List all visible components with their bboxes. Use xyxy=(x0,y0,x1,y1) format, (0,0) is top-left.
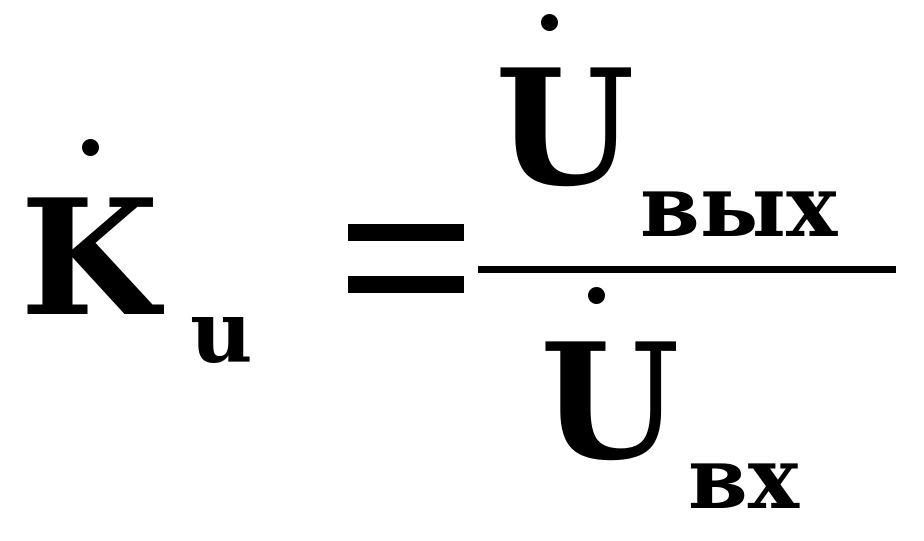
lhs-dot-accent xyxy=(82,139,99,156)
denominator-subscript: вх xyxy=(688,428,800,529)
equals-sign-top-bar xyxy=(348,224,464,241)
equals-sign-bottom-bar xyxy=(348,276,464,293)
denominator-symbol-u: U xyxy=(540,308,680,496)
numerator-symbol-u: U xyxy=(495,34,635,222)
lhs-symbol-k: K xyxy=(20,164,160,352)
fraction-line xyxy=(478,266,896,273)
lhs-subscript: u xyxy=(190,282,253,383)
denominator-dot-accent xyxy=(588,287,605,304)
numerator-subscript: вых xyxy=(640,156,838,257)
numerator-dot-accent xyxy=(541,14,558,31)
